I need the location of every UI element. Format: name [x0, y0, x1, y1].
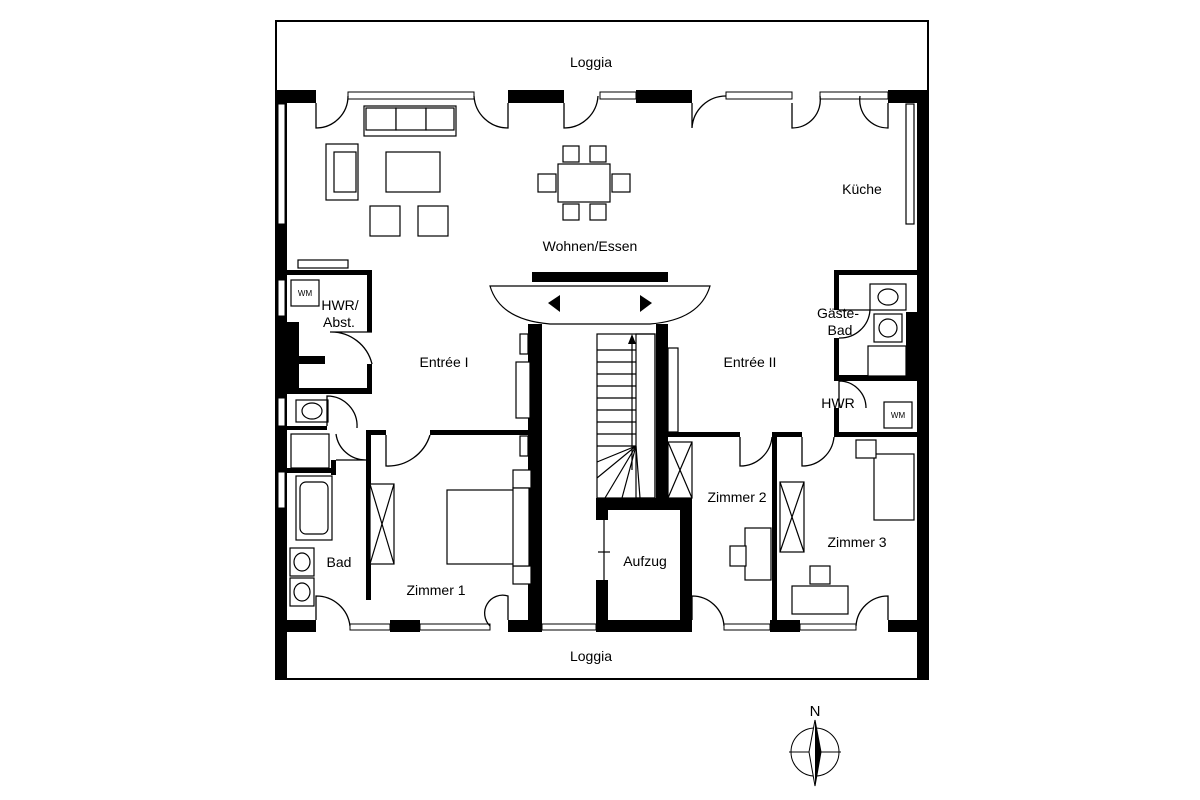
label-kueche: Küche: [842, 181, 882, 197]
label-zimmer-1: Zimmer 1: [406, 582, 465, 598]
label-hwr: HWR: [821, 395, 854, 411]
label-zimmer-3: Zimmer 3: [827, 534, 886, 550]
doors: [315, 95, 889, 627]
label-loggia-bottom: Loggia: [570, 648, 612, 664]
label-hwr-abst-1: HWR/: [321, 297, 358, 313]
arrow-left-icon: [548, 295, 560, 312]
compass-rose-icon: N: [789, 703, 841, 787]
label-zimmer-2: Zimmer 2: [707, 489, 766, 505]
interior-walls: [287, 270, 917, 620]
furniture: [289, 103, 915, 615]
room-labels: Loggia Wohnen/Essen Küche HWR/ Abst. Ent…: [298, 54, 906, 664]
label-gaeste-bad-1: Gäste-: [817, 305, 859, 321]
exterior-walls: [276, 90, 928, 679]
label-wohnen-essen: Wohnen/Essen: [543, 238, 638, 254]
label-entree-2: Entrée II: [724, 354, 777, 370]
arrow-right-icon: [640, 295, 652, 312]
label-aufzug: Aufzug: [623, 553, 667, 569]
label-entree-1: Entrée I: [419, 354, 468, 370]
label-wm-right: WM: [891, 411, 906, 420]
label-loggia-top: Loggia: [570, 54, 612, 70]
label-gaeste-bad-2: Bad: [828, 322, 853, 338]
stair-core: [489, 285, 711, 580]
windows: [277, 91, 889, 631]
compass-north-label: N: [810, 703, 821, 720]
label-wm-left: WM: [298, 289, 313, 298]
label-bad: Bad: [327, 554, 352, 570]
label-hwr-abst-2: Abst.: [323, 314, 355, 330]
